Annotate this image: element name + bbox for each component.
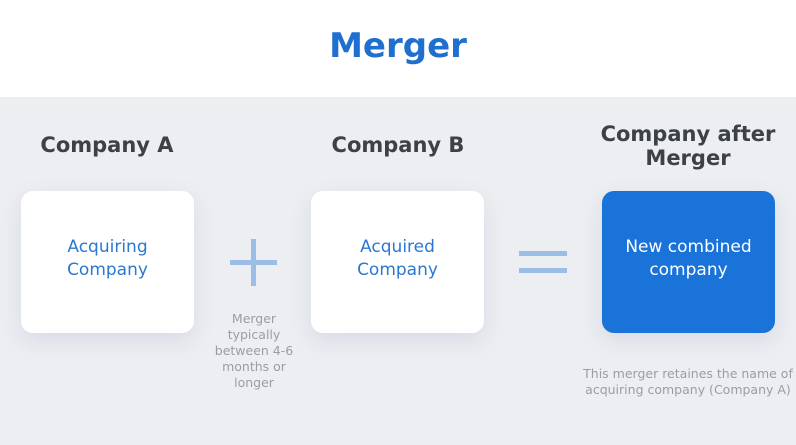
name-note: This merger retaines the name of acquiri… xyxy=(583,366,793,397)
box-label: Acquired Company xyxy=(357,237,438,280)
page-title: Merger xyxy=(329,26,467,66)
heading-company-after: Company after Merger xyxy=(600,122,776,170)
heading-company-a: Company A xyxy=(40,133,174,157)
box-label: New combined company xyxy=(625,237,752,280)
duration-note: Merger typically between 4-6 months or l… xyxy=(214,311,294,390)
heading-company-b: Company B xyxy=(331,133,465,157)
acquired-company-box: Acquired Company xyxy=(311,191,484,333)
acquiring-company-box: Acquiring Company xyxy=(21,191,194,333)
box-label: Acquiring Company xyxy=(67,237,148,280)
combined-company-box: New combined company xyxy=(602,191,775,333)
